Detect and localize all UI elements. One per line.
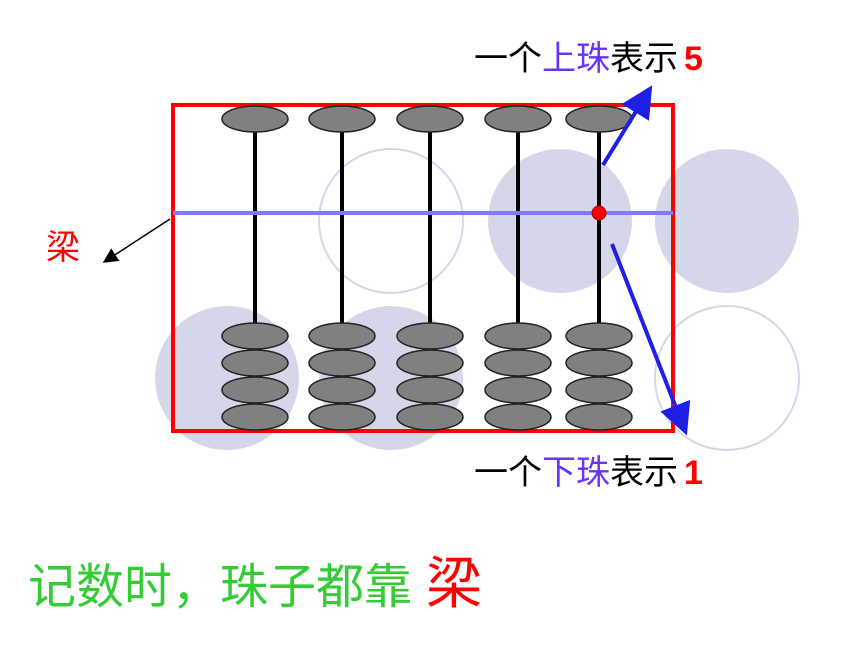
beam-marker-dot (591, 205, 607, 221)
upper-bead-arrow (601, 85, 653, 167)
lower-bead (221, 376, 289, 404)
lower-label-suffix: 表示 (610, 453, 678, 493)
summary-sentence: 记数时，珠子都靠梁 (28, 557, 482, 613)
lower-bead (396, 376, 464, 404)
upper-label-highlight: 上珠 (542, 39, 610, 79)
upper-label-suffix: 表示 (610, 39, 678, 79)
lower-bead (565, 349, 633, 377)
upper-bead (396, 105, 464, 133)
abacus-rods (221, 105, 633, 431)
beam-pointer-arrow (102, 218, 171, 263)
lower-bead (565, 322, 633, 350)
beam-label: 梁 (46, 228, 80, 268)
lower-bead (484, 322, 552, 350)
lower-bead (396, 322, 464, 350)
lower-bead (396, 349, 464, 377)
summary-text: 记数时，珠子都靠 (28, 559, 413, 615)
lower-bead (484, 349, 552, 377)
lower-bead-arrow (610, 243, 691, 436)
decor-circle-outline (318, 148, 464, 294)
decor-circle-filled (655, 149, 799, 293)
lower-bead (308, 349, 376, 377)
lower-bead (396, 403, 464, 431)
lower-bead (308, 376, 376, 404)
lower-bead (221, 322, 289, 350)
lower-bead (565, 403, 633, 431)
abacus-frame (171, 103, 675, 433)
lower-label-prefix: 一个 (474, 453, 542, 493)
lower-bead (484, 376, 552, 404)
lower-bead (308, 322, 376, 350)
summary-emphasis: 梁 (426, 552, 483, 617)
upper-label-prefix: 一个 (474, 39, 542, 79)
lower-bead (484, 403, 552, 431)
lower-bead (565, 376, 633, 404)
upper-bead (484, 105, 552, 133)
lower-bead (308, 403, 376, 431)
upper-label-value: 5 (684, 40, 703, 78)
lower-bead (221, 403, 289, 431)
lower-bead (221, 349, 289, 377)
upper-bead (565, 105, 633, 133)
lower-label-value: 1 (684, 454, 703, 492)
decor-circle-outline (654, 305, 800, 451)
upper-bead (308, 105, 376, 133)
lower-label-highlight: 下珠 (542, 453, 610, 493)
upper-bead (221, 105, 289, 133)
decor-circle-filled (488, 149, 632, 293)
